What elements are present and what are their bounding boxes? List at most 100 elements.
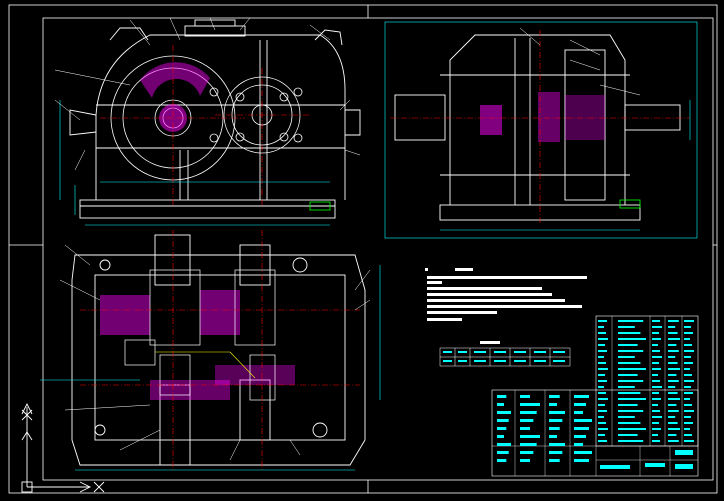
bom-cell [684,332,693,334]
bom-cell [652,338,661,340]
bom-cell [618,350,644,352]
bom-cell [684,410,694,412]
title-block-cell [549,419,563,422]
title-block-cell [549,427,560,430]
bom-cell [598,338,608,340]
bom-cell [598,440,607,442]
bom-cell [668,428,680,430]
bom-cell [684,422,693,424]
bom-cell [618,392,641,394]
title-block-cell [497,435,504,438]
bom-cell [668,392,678,394]
bom-cell [684,386,691,388]
bom-cell [618,410,644,412]
bom-cell [652,434,658,436]
title-block-cell [497,403,504,406]
bom-cell [618,368,646,370]
bom-cell [652,320,660,322]
bom-cell [618,386,635,388]
bom-cell [598,416,604,418]
bom-cell [668,362,678,364]
bom-cell [598,434,605,436]
drawing-frame [8,4,718,494]
title-block-cell [574,411,583,414]
bom-cell [652,368,661,370]
bom-cell [618,320,644,322]
bom-cell [684,362,693,364]
title-block-cell [520,411,537,414]
bom-cell [618,356,635,358]
bom-cell [652,380,660,382]
bom-cell [668,380,679,382]
bom-cell [684,440,694,442]
bom-cell [652,326,662,328]
bom-cell [598,422,606,424]
title-block-cell [520,419,534,422]
bom-cell [598,350,607,352]
title-block-cell [497,459,507,462]
bom-cell [598,374,605,376]
bom-cell [668,350,679,352]
bom-cell [598,368,608,370]
bom-cell [618,428,646,430]
bom-cell [668,338,680,340]
bom-cell [684,398,690,400]
bom-cell [652,422,659,424]
crosshair-cursor-icon [93,481,105,493]
bom-cell [598,332,606,334]
bom-cell [618,326,635,328]
bom-cell [598,380,607,382]
bom-cell [652,410,660,412]
bom-cell [684,428,690,430]
bom-cell [668,386,676,388]
parts-list [595,315,699,447]
bom-cell [652,356,662,358]
bom-cell [618,374,638,376]
bom-cell [652,344,658,346]
bom-cell [668,422,678,424]
bom-cell [618,398,646,400]
bom-cell [652,416,662,418]
title-block-cell [574,451,592,454]
bom-cell [684,392,693,394]
title-block-cell [549,451,563,454]
bom-cell [598,410,607,412]
bom-cell [684,434,692,436]
characteristics-table [439,341,571,367]
title-block [491,389,699,477]
side-view [384,21,698,239]
title-block-cell [574,435,586,438]
bom-cell [618,338,646,340]
title-block-cell [574,459,589,462]
bom-cell [598,404,605,406]
technical-requirements [425,268,587,321]
crosshair-cursor-icon-left [21,409,33,421]
bom-cell [668,374,677,376]
title-block-cell [520,451,534,454]
bom-cell [652,392,659,394]
bom-cell [684,368,690,370]
title-block-cell [549,435,557,438]
bom-cell [668,368,680,370]
bom-cell [598,320,607,322]
bom-cell [668,398,680,400]
bom-cell [652,350,660,352]
title-block-cell [520,459,530,462]
bom-cell [652,440,660,442]
title-block-cell [574,419,592,422]
bom-cell [598,356,604,358]
bom-cell [652,428,661,430]
title-block-cell [497,419,509,422]
bom-cell [684,356,691,358]
bom-cell [598,398,608,400]
bom-cell [684,344,692,346]
bom-cell [668,440,679,442]
title-block-cell [520,435,540,438]
bom-cell [668,434,677,436]
bom-cell [668,356,676,358]
title-block-cell [574,395,589,398]
bom-cell [598,326,604,328]
bom-cell [598,344,605,346]
bom-cell [618,440,644,442]
